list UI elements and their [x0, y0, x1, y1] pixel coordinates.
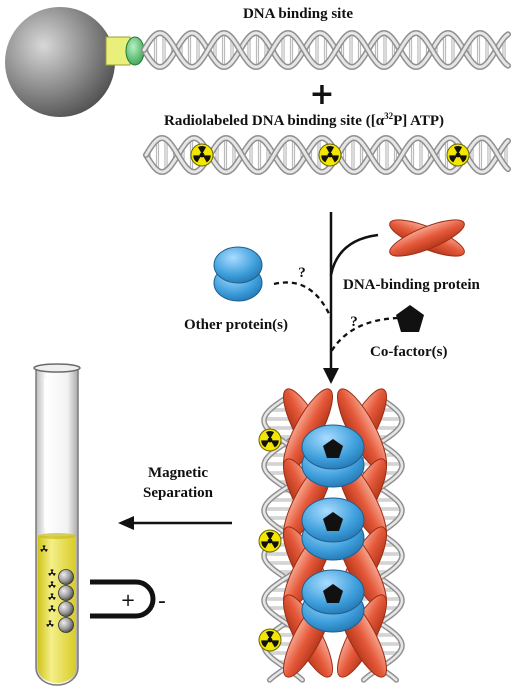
- magnetic-separation-line2: Separation: [143, 485, 214, 501]
- cofactors-label: Co-factor(s): [370, 344, 447, 360]
- cofactor-pentagon-icon: [396, 305, 424, 332]
- radioactive-icon: [258, 628, 282, 652]
- magnetic-bead: [5, 7, 115, 117]
- other-proteins-label: Other protein(s): [184, 317, 288, 333]
- dna-strand-highlight: [142, 31, 510, 69]
- radiolabeled-suffix: P] ATP): [393, 113, 444, 129]
- cofactor-pentagon-icon: [323, 584, 343, 603]
- dna-strand-highlight: [142, 31, 510, 69]
- radiolabeled-bracket-open: [α: [371, 113, 385, 129]
- radioactive-icon: [190, 143, 214, 167]
- radioactive-icon: [258, 529, 282, 553]
- radioactive-icon: [258, 428, 282, 452]
- radiolabeled-isotope: 32: [384, 111, 394, 121]
- test-tube: [33, 363, 81, 686]
- other-protein-icon: [213, 246, 263, 302]
- reaction-arrow: [273, 212, 399, 384]
- tube-highlight: [44, 378, 48, 528]
- protein-branch-line: [329, 233, 379, 276]
- plus-sign: +: [309, 77, 334, 112]
- dna-binding-site-label: DNA binding site: [243, 6, 353, 22]
- cofactor-pentagon-icon: [323, 439, 343, 458]
- dna-binding-protein-label: DNA-binding protein: [343, 277, 480, 293]
- captured-bead: [58, 601, 74, 617]
- question-mark-cofactor: ?: [350, 314, 358, 330]
- question-mark-other: ?: [298, 265, 306, 281]
- captured-bead: [58, 617, 74, 633]
- captured-bead: [58, 569, 74, 585]
- magnetic-separation-line1: Magnetic: [148, 465, 208, 481]
- radiolabeled-site-label: Radiolabeled DNA binding site ([α32P] AT…: [164, 111, 444, 129]
- protein-dna-complex: [258, 388, 405, 683]
- magnetic-bead-group: [5, 7, 145, 117]
- radioactive-icon: [318, 143, 342, 167]
- dna-helix-top: [141, 29, 511, 71]
- radioactive-icon: [446, 143, 470, 167]
- tube-rim: [33, 363, 81, 373]
- other-protein-dashed-line: [273, 281, 333, 319]
- separation-arrow-head: [118, 516, 134, 530]
- captured-beads: [58, 569, 74, 633]
- magnet-minus-label: -: [158, 589, 166, 614]
- cofactor-pentagon-icon: [323, 512, 343, 531]
- magnet-icon: [90, 579, 156, 619]
- captured-bead: [58, 585, 74, 601]
- main-arrow-head: [323, 368, 339, 384]
- liquid-surface: [38, 533, 76, 539]
- magnet-plus-label: +: [120, 590, 135, 611]
- radiolabeled-prefix: Radiolabeled DNA binding site (: [164, 113, 371, 129]
- dna-binding-protein-icon: [389, 219, 465, 257]
